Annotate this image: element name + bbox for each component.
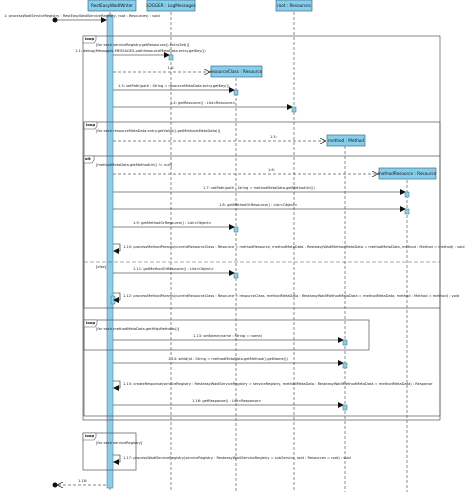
alt-frame <box>83 155 441 309</box>
message-1-15-arrow <box>113 380 121 391</box>
message-1-5-label: 1.5: <box>270 135 277 139</box>
loop-frame-http-methods-tag: loop <box>86 320 96 325</box>
message-1-17-arrow <box>113 454 121 465</box>
participant-logger-box <box>146 0 196 12</box>
message-1-14-label: 1.14: setId(id : String = methodMetaData… <box>168 357 289 361</box>
participant-root-box <box>275 0 313 12</box>
message-1-11-label: 1.11: getMethodOrResource() : List<Objec… <box>133 267 214 271</box>
message-1-12-label: 1.12: processMethodParams(currentResourc… <box>123 294 459 298</box>
participant-method-label: method : Method <box>328 138 364 143</box>
loop-frame-http-methods-tag-box <box>83 319 98 328</box>
activation-methodres-1 <box>404 191 410 198</box>
activation-logger <box>168 54 174 61</box>
message-1-7-label: 1.7: setPath(path : String = methodMetaD… <box>203 186 315 190</box>
alt-frame-tag: alt <box>85 156 91 161</box>
message-1-6-label: 1.6: <box>268 168 275 172</box>
message-1-10-label: 1.10: processMethodParams(currentResourc… <box>123 245 465 249</box>
participant-resclass-label: resourceClass : Resource <box>210 69 263 74</box>
loop-frame-subservices-guard: [for each serviceRegistry] <box>96 441 143 445</box>
alt-frame-guard: [methodMetaData.getMethodUri() != null] <box>96 163 173 167</box>
message-1-18-label: 1.18: <box>78 479 87 483</box>
participant-logger-label: LOGGER : LogMessages <box>146 3 196 8</box>
participant-methodres-box <box>378 167 437 180</box>
message-1-13-label: 1.13: setName(name : String = name) <box>193 334 263 338</box>
loop-frame-resources-tag: loop <box>85 36 95 41</box>
activation-root-1 <box>291 106 297 113</box>
participant-methodres-label: methodResource : Resource <box>378 171 437 176</box>
message-1-15-label: 1.15: createResponse(serviceRegistry : R… <box>123 382 433 386</box>
loop-frame-subservices-tag-box <box>82 432 97 441</box>
loop-frame-resources-tag-box <box>82 35 97 44</box>
activation-method-1 <box>342 339 348 346</box>
lost-message-dot <box>52 482 58 488</box>
message-1-4-label: 1.4: getResource() : List<Resource> <box>170 101 236 105</box>
participant-writer-box <box>87 0 137 12</box>
message-1-10-arrow <box>113 243 121 254</box>
activation-writer <box>106 14 114 489</box>
activation-methodres-2 <box>404 208 410 215</box>
loop-frame-http-methods-guard: [for each methodMetaData.getHttpMethods(… <box>96 327 180 331</box>
message-1-8-label: 1.8: getMethodOrResource() : List<Object… <box>219 203 298 207</box>
loop-frame-methods-guard: [for each resourceMetaData.entry.getValu… <box>96 129 221 133</box>
loop-frame-methods-tag-box <box>83 121 98 130</box>
loop-frame-resources-guard: [for each serviceRegistry.getResources()… <box>96 43 190 47</box>
message-1-2-label: 1.2: <box>168 66 175 70</box>
alt-frame-else-guard: [else] <box>96 265 107 269</box>
activation-method-2 <box>342 362 348 369</box>
participant-method-box <box>326 134 366 147</box>
alt-frame-tag-box <box>83 155 95 164</box>
loop-frame-http-methods <box>83 319 370 351</box>
activation-method-3 <box>342 404 348 411</box>
activation-resclass-2 <box>233 226 239 233</box>
message-1-3-label: 1.3: setPath(path : String = resourceMet… <box>118 84 230 88</box>
found-message-dot <box>52 17 58 23</box>
message-1-17-label: 1.17: processWadlServiceRegistry(service… <box>123 456 351 460</box>
loop-frame-methods-tag: loop <box>86 122 96 127</box>
message-1-16-label: 1.16: getResponse() : List<Response> <box>192 399 261 403</box>
message-1-12-arrow <box>113 292 121 303</box>
loop-frame-subservices-tag: loop <box>85 433 95 438</box>
activation-resclass-1 <box>233 89 239 96</box>
participant-root-label: root : Resources <box>277 3 311 8</box>
loop-frame-subservices <box>82 432 137 471</box>
activation-resclass-3 <box>233 272 239 279</box>
loop-frame-resources <box>82 35 441 421</box>
message-1-9-label: 1.9: getMethodOrResource() : List<Object… <box>133 221 212 225</box>
participant-resclass-box <box>210 65 263 78</box>
message-1-label: 1: processWadlServiceRegistry : RestEasy… <box>4 14 160 18</box>
participant-writer-label: RestEasyWadlWriter <box>91 3 133 8</box>
message-1-1-label: 1.1: debug(Messages.MESSAGES.pathIresour… <box>75 49 206 53</box>
